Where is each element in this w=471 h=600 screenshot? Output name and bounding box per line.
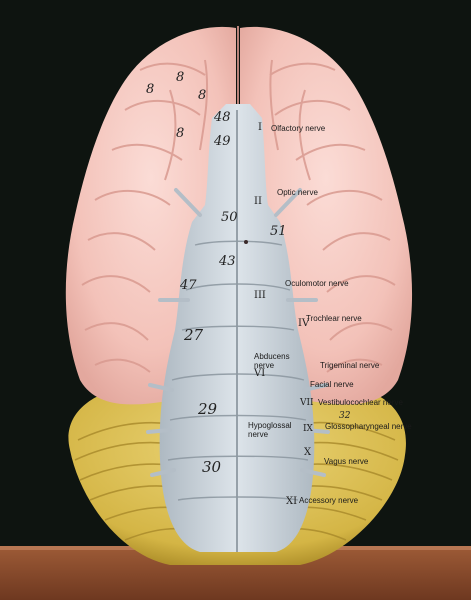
model-number-51: 51 [270, 224, 287, 239]
roman-numeral-IV: IV [298, 318, 310, 329]
roman-numeral-IX: IX [303, 424, 313, 434]
label-abducens-nerve: Abducens nerve [254, 352, 290, 370]
model-number-47: 47 [180, 278, 197, 293]
label-trochlear-nerve: Trochlear nerve [306, 314, 362, 323]
label-hypoglossal-line2: nerve [248, 430, 269, 439]
roman-numeral-I: I [258, 122, 262, 133]
model-number-8: 8 [176, 70, 185, 85]
brainstem [146, 104, 330, 552]
model-number-8: 8 [198, 88, 207, 103]
model-number-29: 29 [198, 400, 218, 418]
model-number-43: 43 [219, 254, 236, 269]
roman-numeral-III: III [254, 290, 266, 301]
label-abducens-line2: nerve [254, 361, 275, 370]
label-hypoglossal-line1: Hypoglossal [248, 421, 292, 430]
label-vestibulocochlear-nerve: Vestibulocochlear nerve [318, 398, 403, 407]
label-facial-nerve: Facial nerve [310, 380, 354, 389]
roman-numeral-X: X [304, 447, 312, 458]
model-number-32: 32 [339, 411, 351, 421]
label-trigeminal-nerve: Trigeminal nerve [320, 361, 380, 370]
roman-numeral-VII: VII [300, 398, 314, 408]
label-optic-nerve: Optic nerve [277, 188, 318, 197]
label-olfactory-nerve: Olfactory nerve [271, 124, 326, 133]
model-number-50: 50 [221, 210, 238, 225]
roman-numeral-VI: VI [254, 368, 266, 379]
label-vagus-nerve: Vagus nerve [324, 457, 369, 466]
label-hypoglossal-nerve: Hypoglossal nerve [248, 421, 292, 439]
label-glossopharyngeal-nerve: Glossopharyngeal nerve [325, 422, 412, 431]
label-accessory-nerve: Accessory nerve [299, 496, 359, 505]
model-number-30: 30 [202, 458, 222, 476]
roman-numeral-XI: XI [286, 496, 298, 507]
label-abducens-line1: Abducens [254, 352, 290, 361]
model-number-49: 49 [214, 134, 231, 149]
model-number-8: 8 [146, 82, 155, 97]
label-oculomotor-nerve: Oculomotor nerve [285, 279, 349, 288]
roman-numeral-II: II [254, 196, 262, 207]
model-number-27: 27 [184, 326, 204, 344]
model-number-8: 8 [176, 126, 185, 141]
model-number-48: 48 [214, 110, 231, 125]
